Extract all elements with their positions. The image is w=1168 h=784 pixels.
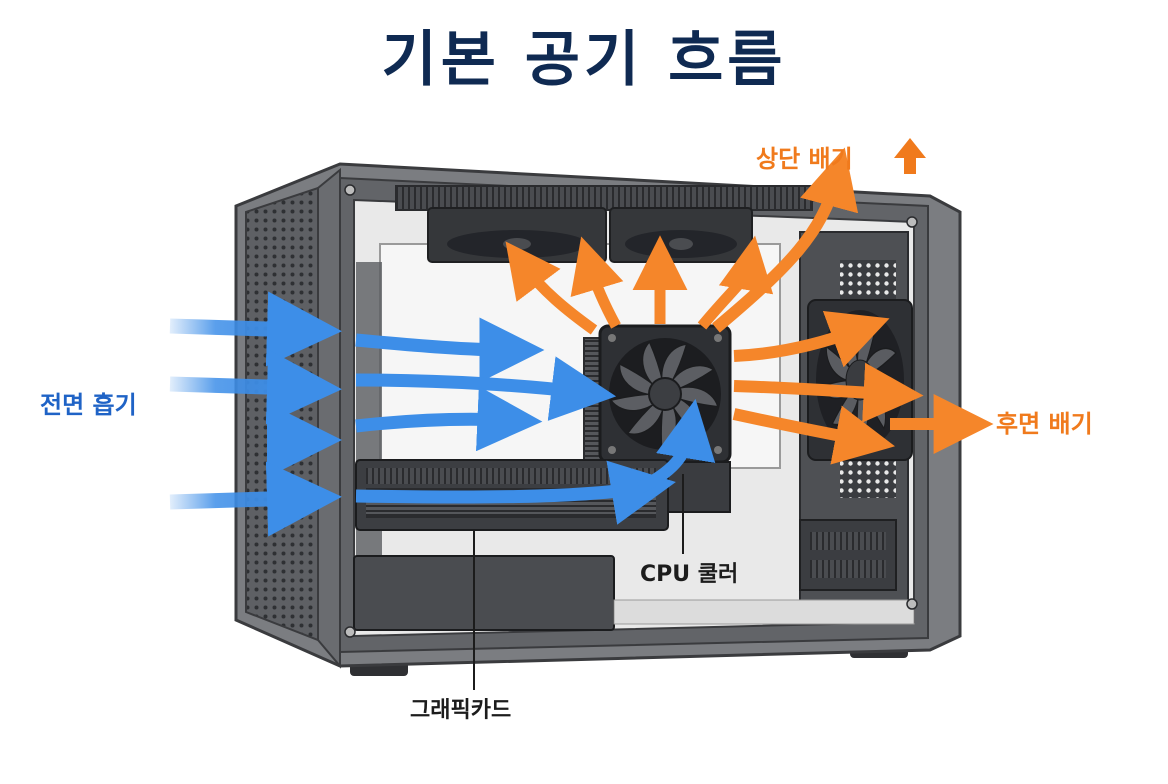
intake-arrow-1 [169,291,342,367]
psu-shroud [353,555,615,631]
rear-exhaust-arrow-3 [732,405,896,465]
top-exhaust-arrow-4 [697,235,774,330]
intake-arrow-4 [169,461,342,537]
inner-intake-arrow-1 [355,317,545,383]
top-fan-right [609,207,753,263]
rear-exhaust-label: 후면 배기 [996,410,1093,438]
intake-arrow-2 [169,349,342,425]
top-exhaust-arrow-1 [505,241,598,335]
top-exhaust-label: 상단 배기 [756,145,853,173]
top-exhaust-up-arrow-icon [894,138,926,174]
graphics-card-label: 그래픽카드 [410,698,512,723]
inner-intake-arrow-3 [355,386,543,452]
cooler-intake-arrow [637,398,716,494]
case-screws [344,184,918,638]
top-exhaust-arrow-2 [570,236,624,329]
intake-airflow [169,291,716,537]
page-title: 기본 공기 흐름 [381,25,787,95]
inner-intake-arrow-2 [355,356,617,421]
exhaust-airflow [505,147,994,465]
top-fan-left [427,207,607,263]
front-intake-label: 전면 흡기 [40,391,137,419]
rear-exhaust-arrow-2 [733,362,924,423]
top-exhaust-arrow-main [712,147,859,333]
front-mesh-panel [245,186,319,642]
expansion-slots [799,519,897,591]
top-grille [395,185,813,211]
cpu-cooler-label: CPU 쿨러 [640,562,739,587]
rear-exhaust-arrow-1 [733,310,890,368]
inner-intake-arrow-4 [355,460,676,525]
